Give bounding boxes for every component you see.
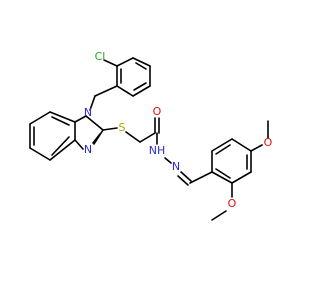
- oxygen-ortho-methoxy-atom-label: O: [228, 197, 237, 210]
- nitrogen-imine-atom-label: N: [172, 160, 180, 173]
- o-ch3-ortho-bond: [211, 210, 227, 221]
- nh-atom-label: NH: [149, 144, 166, 157]
- nh-n-bond: [164, 157, 172, 164]
- c-cl-bond: [103, 59, 118, 67]
- n-ch-double-bond-a: [180, 171, 192, 182]
- chlorobenzyl-ring: [116, 57, 151, 97]
- sulfur-atom-label: S: [119, 121, 126, 134]
- imidazole-ring: [74, 115, 104, 150]
- ch2-co-bond: [139, 132, 156, 143]
- oxygen-para-methoxy-atom-label: O: [264, 136, 273, 149]
- molecule-canvas: Cl N S N O NH N O O: [29, 50, 273, 221]
- nitrogen-ring-atom-label: N: [84, 143, 92, 156]
- n-ch-double-bond-b: [177, 175, 189, 186]
- s-ch2-bond: [125, 131, 141, 143]
- nitrogen-benzyl-atom-label: N: [84, 106, 92, 119]
- c2-s-bond: [102, 127, 118, 131]
- ch2-n-bond: [89, 95, 96, 111]
- benzyl-ch2-bond: [94, 85, 118, 97]
- ch-ring-bond: [189, 171, 213, 184]
- chlorine-atom-label: Cl: [95, 50, 106, 63]
- dimethoxyphenyl-ring: [211, 138, 252, 184]
- benzo-ring: [29, 111, 76, 161]
- oxygen-carbonyl-atom-label: O: [153, 105, 162, 118]
- molecule-structure: Cl N S N O NH N O O: [29, 50, 273, 221]
- ring-o-para-bond: [250, 144, 263, 152]
